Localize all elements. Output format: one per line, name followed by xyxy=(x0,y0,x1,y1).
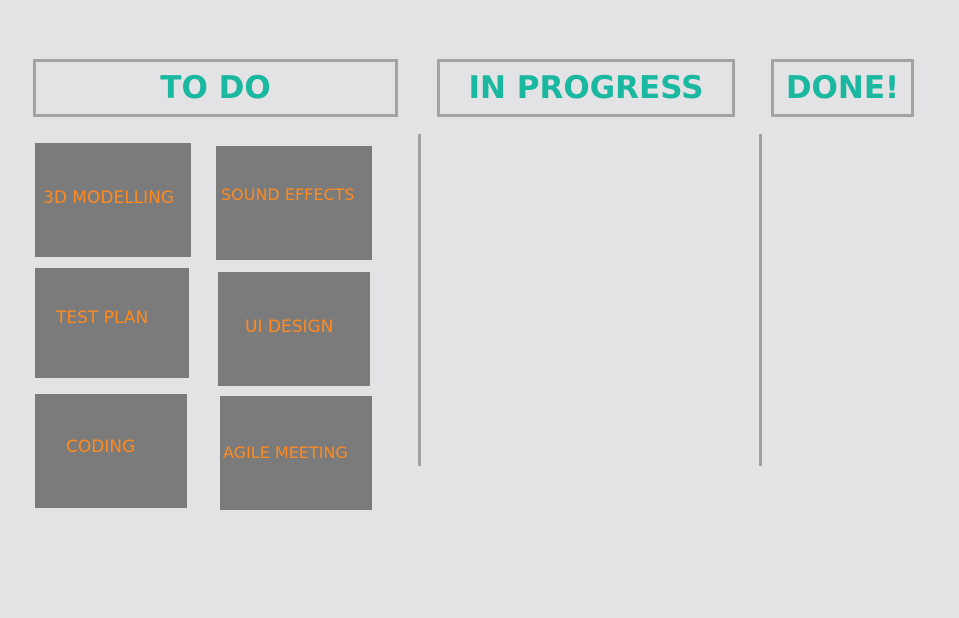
task-card-test-plan[interactable]: TEST PLAN xyxy=(35,268,189,378)
task-card-label: CODING xyxy=(66,437,136,457)
column-divider xyxy=(418,134,421,466)
task-card-sound-effects[interactable]: SOUND EFFECTS xyxy=(216,146,372,260)
column-divider xyxy=(759,134,762,466)
task-card-coding[interactable]: CODING xyxy=(35,394,187,508)
task-card-agile-meeting[interactable]: AGILE MEETING xyxy=(220,396,372,510)
task-card-ui-design[interactable]: UI DESIGN xyxy=(218,272,370,386)
column-header-todo: TO DO xyxy=(33,59,398,117)
task-card-label: 3D MODELLING xyxy=(43,188,175,208)
task-card-3d-modelling[interactable]: 3D MODELLING xyxy=(35,143,191,257)
task-card-label: TEST PLAN xyxy=(56,308,149,328)
column-header-in-progress: IN PROGRESS xyxy=(437,59,735,117)
task-card-label: SOUND EFFECTS xyxy=(221,185,355,204)
task-card-label: UI DESIGN xyxy=(245,317,334,337)
task-card-label: AGILE MEETING xyxy=(223,443,348,462)
column-header-done: DONE! xyxy=(771,59,914,117)
